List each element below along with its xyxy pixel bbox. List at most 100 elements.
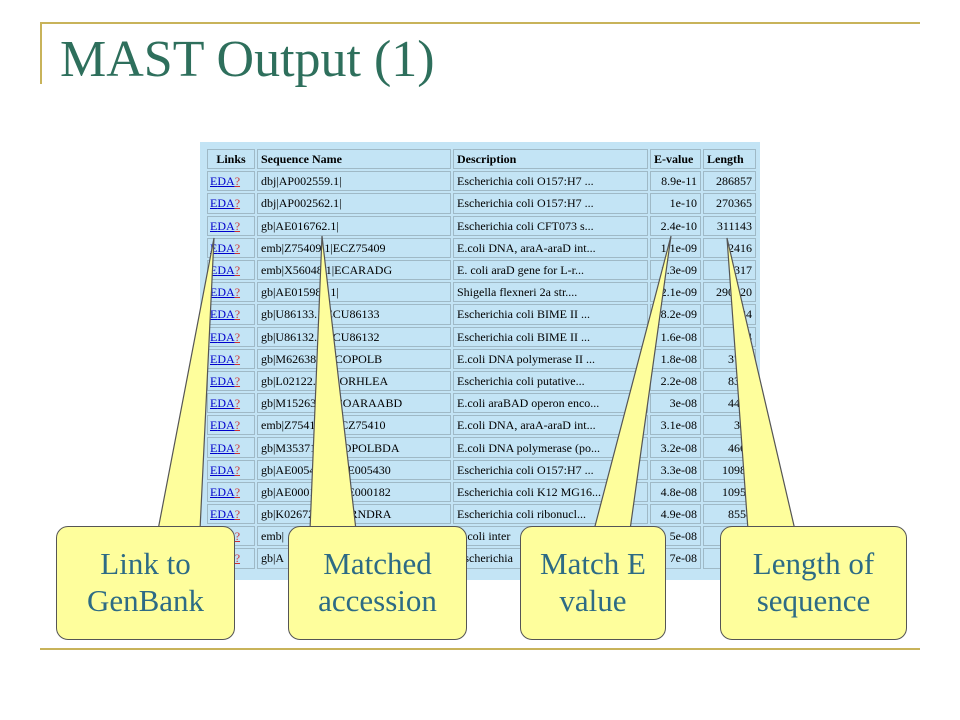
slide-title: MAST Output (1) bbox=[60, 31, 435, 88]
sequence-name-cell: gb|AE016762.1| bbox=[257, 215, 451, 236]
align-link[interactable]: A bbox=[226, 440, 235, 455]
pointer-accession bbox=[309, 235, 357, 531]
pointer-genbank bbox=[157, 237, 215, 531]
e-value-cell: 3.1e-08 bbox=[650, 415, 701, 436]
align-link[interactable]: A bbox=[226, 351, 235, 366]
e-value-cell: 4.8e-08 bbox=[650, 481, 701, 502]
pointer-evalue bbox=[593, 235, 672, 531]
table-row: EDA?gb|AE016762.1|Escherichia coli CFT07… bbox=[207, 215, 756, 236]
align-link[interactable]: A bbox=[226, 462, 235, 477]
description-cell: Escherichia coli O157:H7 ... bbox=[453, 459, 648, 480]
display-link[interactable]: D bbox=[217, 263, 227, 278]
entrez-link[interactable]: E bbox=[210, 484, 218, 499]
help-link[interactable]: ? bbox=[234, 551, 241, 566]
entrez-link[interactable]: E bbox=[210, 507, 218, 522]
e-value-cell: 2.1e-09 bbox=[650, 282, 701, 303]
help-link[interactable]: ? bbox=[234, 285, 241, 300]
description-cell: Escherichia coli O157:H7 ... bbox=[453, 193, 648, 214]
align-link[interactable]: A bbox=[226, 418, 235, 433]
links-cell: EDA? bbox=[207, 481, 255, 502]
links-cell: EDA? bbox=[207, 193, 255, 214]
entrez-link[interactable]: E bbox=[210, 396, 218, 411]
help-link[interactable]: ? bbox=[234, 373, 241, 388]
align-link[interactable]: A bbox=[226, 285, 235, 300]
help-link[interactable]: ? bbox=[234, 440, 241, 455]
help-link[interactable]: ? bbox=[234, 240, 241, 255]
help-link[interactable]: ? bbox=[234, 307, 241, 322]
align-link[interactable]: A bbox=[226, 329, 235, 344]
help-link[interactable]: ? bbox=[234, 329, 241, 344]
links-cell: EDA? bbox=[207, 437, 255, 458]
align-link[interactable]: A bbox=[226, 373, 235, 388]
align-link[interactable]: A bbox=[226, 484, 235, 499]
length-cell: 270365 bbox=[703, 193, 756, 214]
description-cell: E. coli araD gene for L-r... bbox=[453, 259, 648, 281]
help-link[interactable]: ? bbox=[234, 263, 241, 278]
e-value-cell: 1.3e-09 bbox=[650, 259, 701, 281]
display-link[interactable]: D bbox=[217, 240, 227, 255]
description-cell: Escherichia coli K12 MG16... bbox=[453, 481, 648, 502]
display-link[interactable]: D bbox=[217, 396, 227, 411]
header-e-value: E-value bbox=[650, 149, 701, 170]
entrez-link[interactable]: E bbox=[210, 351, 218, 366]
entrez-link[interactable]: E bbox=[210, 418, 218, 433]
help-link[interactable]: ? bbox=[234, 418, 241, 433]
display-link[interactable]: D bbox=[217, 418, 227, 433]
display-link[interactable]: D bbox=[217, 329, 227, 344]
entrez-link[interactable]: E bbox=[210, 285, 218, 300]
e-value-cell: 3.2e-08 bbox=[650, 437, 701, 458]
entrez-link[interactable]: E bbox=[210, 218, 218, 233]
description-cell: Escherichia coli ribonucl... bbox=[453, 504, 648, 525]
display-link[interactable]: D bbox=[217, 373, 227, 388]
description-cell: Escherichia coli O157:H7 ... bbox=[453, 171, 648, 192]
help-link[interactable]: ? bbox=[234, 196, 241, 211]
align-link[interactable]: A bbox=[226, 507, 235, 522]
help-link[interactable]: ? bbox=[234, 351, 241, 366]
display-link[interactable]: D bbox=[217, 462, 227, 477]
entrez-link[interactable]: E bbox=[210, 174, 218, 189]
e-value-cell: 8.9e-11 bbox=[650, 171, 701, 192]
length-cell: 311143 bbox=[703, 215, 756, 236]
entrez-link[interactable]: E bbox=[210, 373, 218, 388]
entrez-link[interactable]: E bbox=[210, 329, 218, 344]
links-cell: EDA? bbox=[207, 215, 255, 236]
links-cell: EDA? bbox=[207, 415, 255, 436]
entrez-link[interactable]: E bbox=[210, 462, 218, 477]
display-link[interactable]: D bbox=[217, 507, 227, 522]
display-link[interactable]: D bbox=[217, 196, 227, 211]
table-row: EDA?dbj|AP002559.1|Escherichia coli O157… bbox=[207, 171, 756, 192]
entrez-link[interactable]: E bbox=[210, 440, 218, 455]
help-link[interactable]: ? bbox=[234, 529, 241, 544]
pointer-length bbox=[726, 237, 796, 531]
entrez-link[interactable]: E bbox=[210, 307, 218, 322]
left-rule bbox=[40, 22, 42, 84]
callout-length-of-sequence: Length of sequence bbox=[720, 526, 907, 640]
entrez-link[interactable]: E bbox=[210, 263, 218, 278]
help-link[interactable]: ? bbox=[234, 396, 241, 411]
align-link[interactable]: A bbox=[226, 263, 235, 278]
help-link[interactable]: ? bbox=[234, 462, 241, 477]
display-link[interactable]: D bbox=[217, 307, 227, 322]
display-link[interactable]: D bbox=[217, 351, 227, 366]
display-link[interactable]: D bbox=[217, 174, 227, 189]
align-link[interactable]: A bbox=[226, 196, 235, 211]
align-link[interactable]: A bbox=[226, 240, 235, 255]
callout-link-to-genbank: Link to GenBank bbox=[56, 526, 235, 640]
description-cell: E.coli DNA polymerase (po... bbox=[453, 437, 648, 458]
help-link[interactable]: ? bbox=[234, 507, 241, 522]
entrez-link[interactable]: E bbox=[210, 196, 218, 211]
display-link[interactable]: D bbox=[217, 218, 227, 233]
align-link[interactable]: A bbox=[226, 396, 235, 411]
align-link[interactable]: A bbox=[226, 174, 235, 189]
display-link[interactable]: D bbox=[217, 440, 227, 455]
align-link[interactable]: A bbox=[226, 218, 235, 233]
align-link[interactable]: A bbox=[226, 307, 235, 322]
help-link[interactable]: ? bbox=[234, 484, 241, 499]
sequence-name-cell: dbj|AP002562.1| bbox=[257, 193, 451, 214]
help-link[interactable]: ? bbox=[234, 174, 241, 189]
description-cell: Shigella flexneri 2a str.... bbox=[453, 282, 648, 303]
description-cell: Escherichia coli CFT073 s... bbox=[453, 215, 648, 236]
help-link[interactable]: ? bbox=[234, 218, 241, 233]
display-link[interactable]: D bbox=[217, 285, 227, 300]
display-link[interactable]: D bbox=[217, 484, 227, 499]
